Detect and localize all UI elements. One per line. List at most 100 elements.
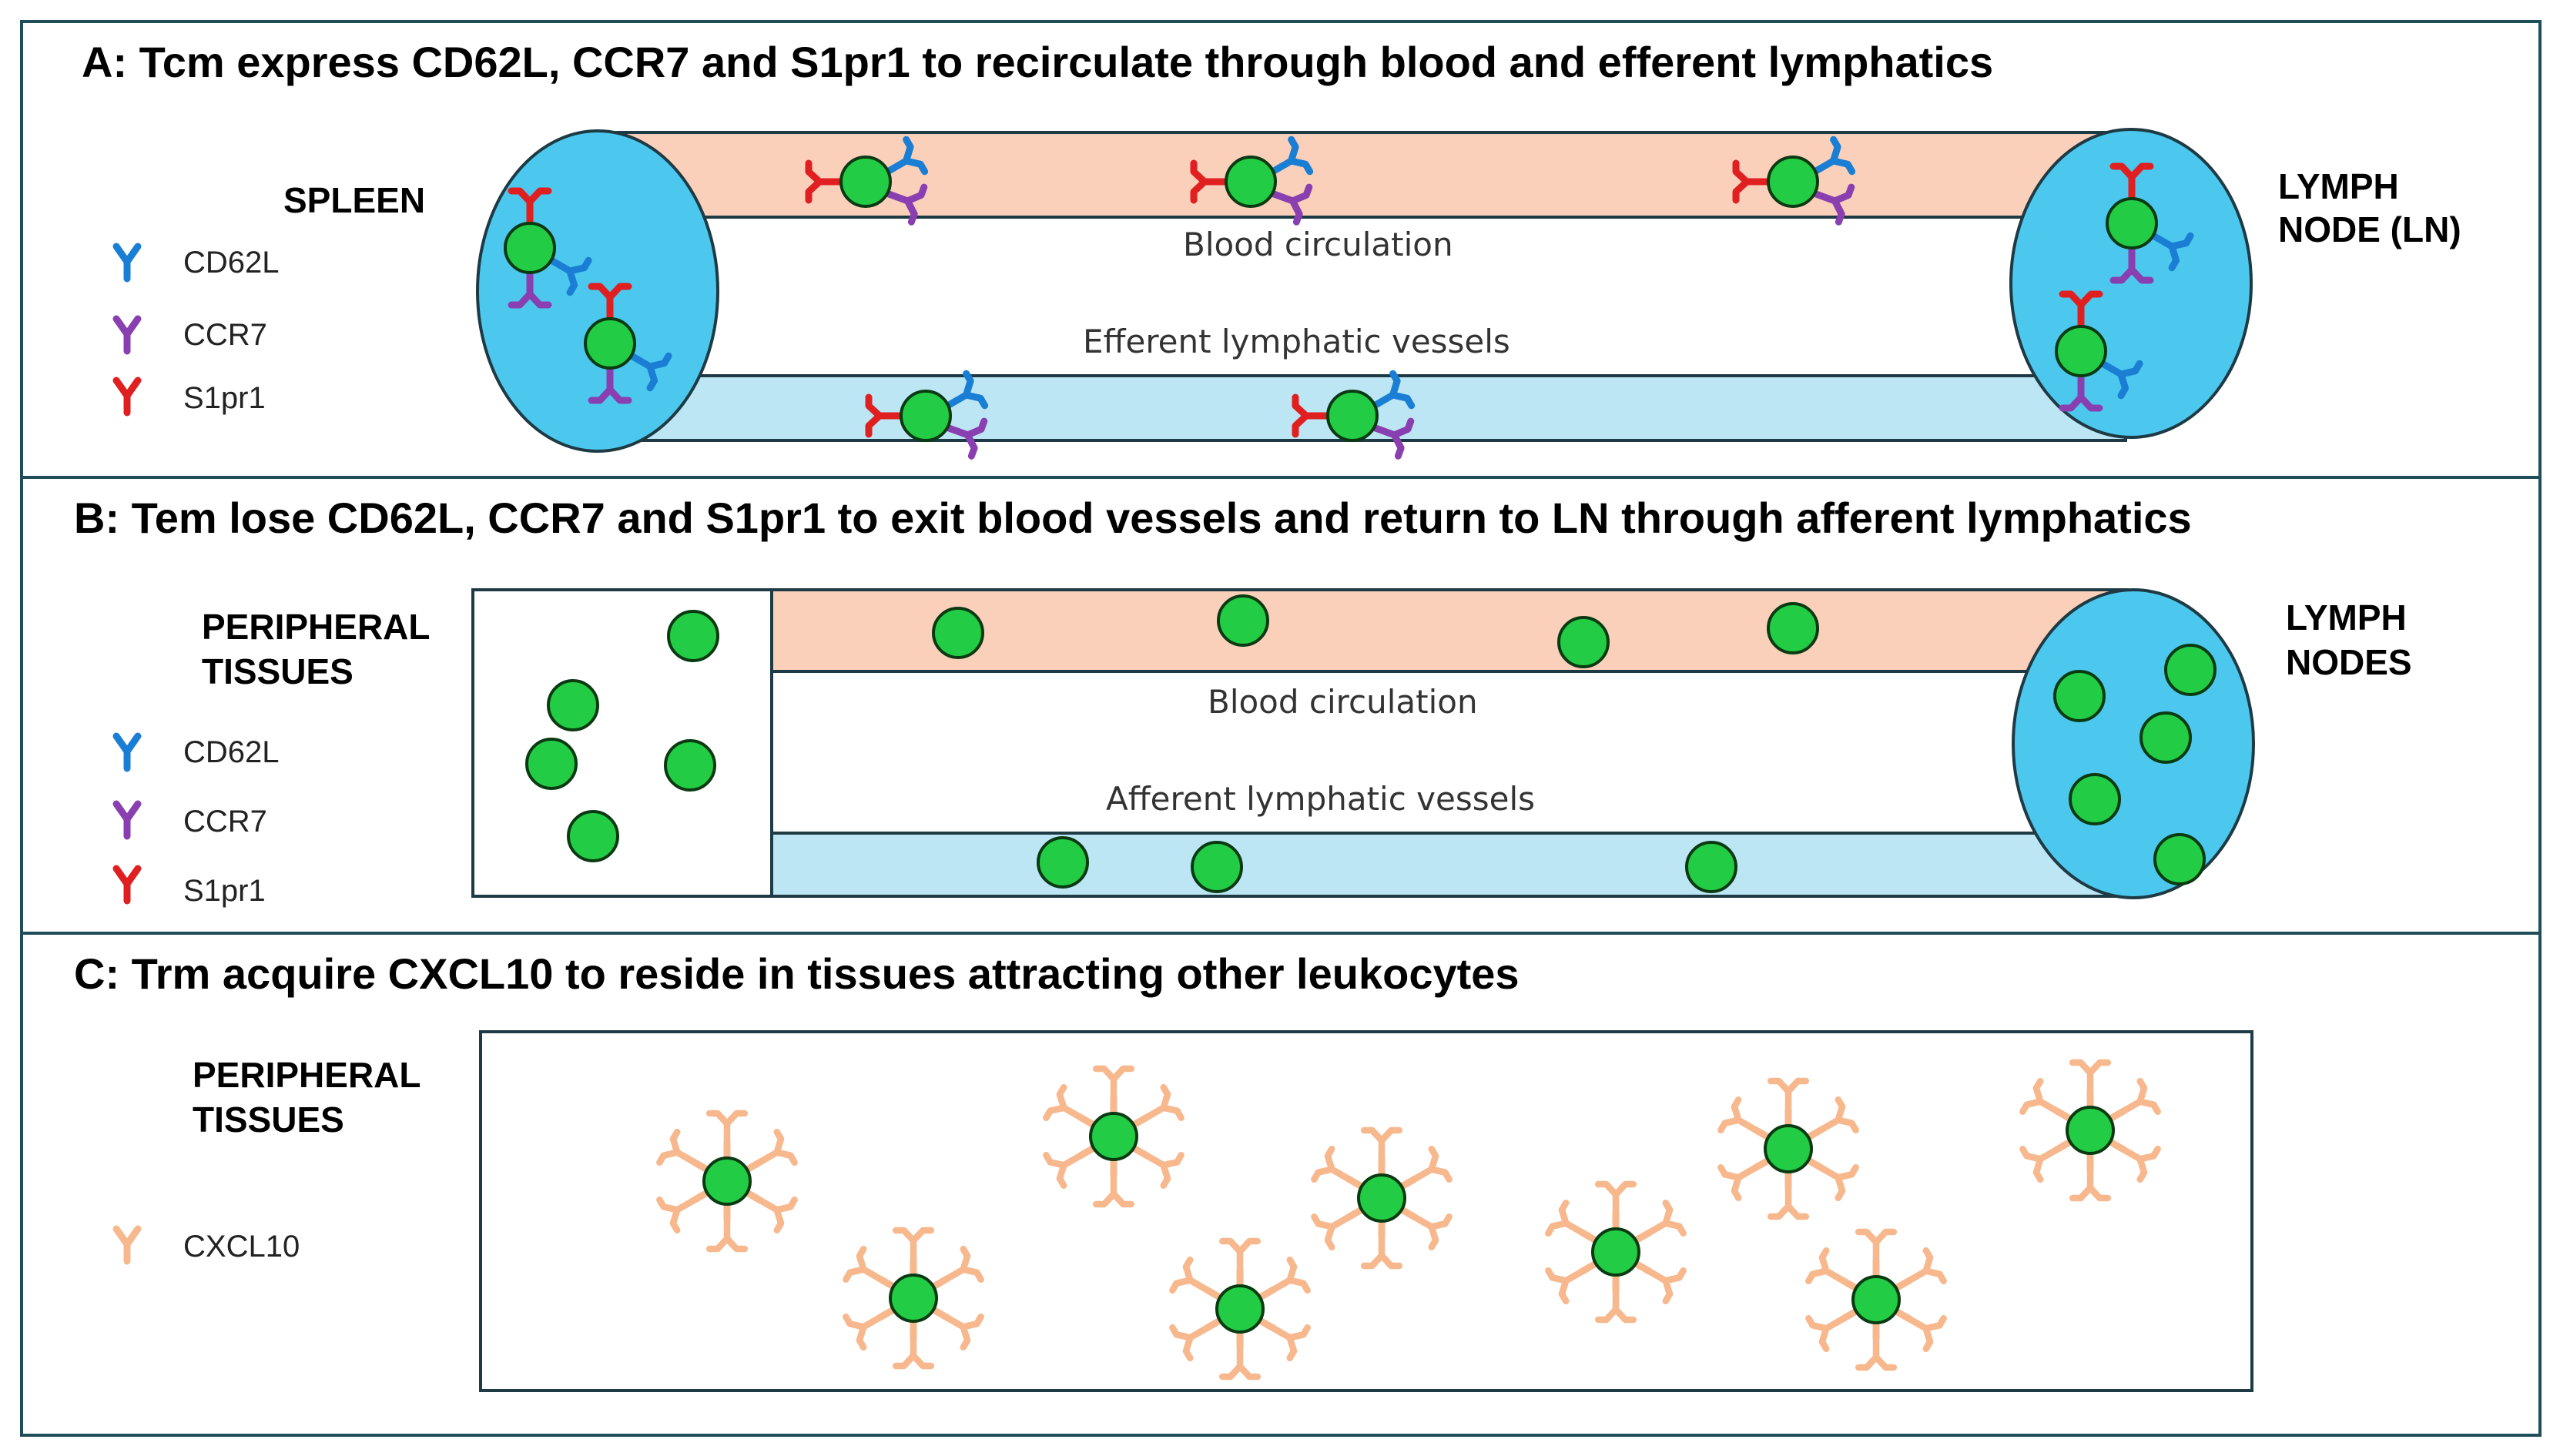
cxcl10-receptor-icon xyxy=(1717,1163,1758,1202)
cxcl10-receptor-icon xyxy=(1545,1267,1586,1305)
trm-cell-body-icon xyxy=(1089,1112,1138,1161)
trm-cell xyxy=(656,1110,798,1253)
cxcl10-receptor-icon xyxy=(1805,1314,1846,1353)
s1pr1-legend-icon xyxy=(112,377,142,417)
ccr7-receptor-icon xyxy=(2059,373,2103,412)
tcm-cell-body-icon xyxy=(584,317,636,370)
afferent-lymphatic-vessel xyxy=(770,832,2129,898)
cxcl10-receptor-icon xyxy=(892,1227,935,1264)
panel-c-title: C: Trm acquire CXCL10 to reside in tissu… xyxy=(74,949,1520,998)
ccr7-receptor-icon xyxy=(1372,417,1415,460)
s1pr1-receptor-icon xyxy=(805,159,843,204)
s1pr1-legend-icon xyxy=(112,865,142,905)
cxcl10-receptor-icon xyxy=(1805,1247,1846,1285)
cxcl10-receptor-icon xyxy=(1360,1126,1403,1163)
cxcl10-receptor-icon xyxy=(1311,1213,1352,1251)
tem-cell-icon xyxy=(547,679,599,731)
trm-cell xyxy=(2019,1059,2161,1202)
cxcl10-receptor-icon xyxy=(1144,1151,1185,1190)
cxcl10-receptor-icon xyxy=(1646,1199,1687,1237)
tcm-cell-body-icon xyxy=(900,390,952,442)
tem-cell-icon xyxy=(2069,773,2121,825)
cxcl10-receptor-icon xyxy=(1818,1163,1859,1202)
tem-cell-icon xyxy=(667,610,719,662)
tem-cell-icon xyxy=(932,607,984,659)
cxcl10-receptor-icon xyxy=(1218,1344,1262,1381)
cxcl10-legend-icon xyxy=(112,1225,142,1265)
cxcl10-receptor-icon xyxy=(1043,1151,1084,1190)
ccr7-receptor-icon xyxy=(945,417,988,460)
efferent-lymphatic-label: Efferent lymphatic vessels xyxy=(1083,323,1510,360)
cxcl10-receptor-icon xyxy=(1360,1233,1403,1270)
trm-cell-body-icon xyxy=(1764,1124,1813,1173)
cxcl10-receptor-icon xyxy=(1311,1145,1352,1183)
cxcl10-receptor-icon xyxy=(1169,1256,1210,1294)
tem-cell-icon xyxy=(1217,594,1269,647)
cd62l-legend-label: CD62L xyxy=(183,735,280,769)
s1pr1-legend-label: S1pr1 xyxy=(183,381,266,415)
cxcl10-receptor-icon xyxy=(2069,1165,2112,1202)
tem-cell-icon xyxy=(1685,841,1737,893)
cxcl10-receptor-icon xyxy=(843,1313,883,1351)
cxcl10-receptor-icon xyxy=(1594,1180,1637,1217)
cxcl10-receptor-icon xyxy=(943,1245,984,1284)
blood-circulation-label-b: Blood circulation xyxy=(1208,683,1478,721)
cxcl10-receptor-icon xyxy=(2019,1077,2060,1116)
cxcl10-receptor-icon xyxy=(1717,1096,1758,1134)
tcm-cell-circulating xyxy=(1190,136,1314,226)
cxcl10-receptor-icon xyxy=(2069,1059,2112,1096)
panel-a: A: Tcm express CD62L, CCR7 and S1pr1 to … xyxy=(20,20,2542,479)
cxcl10-receptor-icon xyxy=(1043,1083,1084,1122)
tcm-cell-circulating xyxy=(1732,136,1856,226)
ccr7-receptor-icon xyxy=(588,366,632,404)
tem-cell-icon xyxy=(2053,670,2106,722)
tcm-cell-body-icon xyxy=(2055,325,2107,377)
ccr7-legend-label: CCR7 xyxy=(183,318,267,352)
tcm-cell xyxy=(584,283,672,404)
tcm-cell xyxy=(504,187,592,309)
cd62l-receptor-icon xyxy=(548,256,592,296)
ccr7-receptor-icon xyxy=(885,183,928,226)
tcm-cell xyxy=(2106,162,2194,284)
spleen-oval xyxy=(476,129,719,453)
s1pr1-receptor-icon xyxy=(2109,162,2154,201)
cxcl10-legend-label: CXCL10 xyxy=(183,1230,300,1264)
lymph-node-oval-b xyxy=(2012,588,2255,899)
blood-circulation-label-a: Blood circulation xyxy=(1183,226,1453,263)
trm-cell-body-icon xyxy=(1591,1227,1640,1277)
s1pr1-receptor-icon xyxy=(2059,290,2103,329)
trm-cell-body-icon xyxy=(1357,1173,1406,1223)
peripheral-tissue-box-b xyxy=(471,588,773,898)
cxcl10-receptor-icon xyxy=(656,1196,697,1234)
s1pr1-receptor-icon xyxy=(1292,393,1330,438)
ccr7-receptor-icon xyxy=(1812,183,1855,226)
trm-cell-body-icon xyxy=(1851,1275,1901,1324)
ccr7-receptor-icon xyxy=(2109,246,2154,284)
cxcl10-receptor-icon xyxy=(843,1245,883,1284)
panel-a-title: A: Tcm express CD62L, CCR7 and S1pr1 to … xyxy=(82,38,1993,86)
tcm-cell-circulating xyxy=(805,136,929,226)
cxcl10-receptor-icon xyxy=(705,1110,749,1146)
trm-cell-body-icon xyxy=(1215,1284,1265,1334)
s1pr1-legend-label: S1pr1 xyxy=(183,874,266,908)
cxcl10-receptor-icon xyxy=(2120,1145,2161,1183)
cd62l-legend-icon xyxy=(112,243,142,283)
spleen-label: SPLEEN xyxy=(283,180,425,220)
cd62l-receptor-icon xyxy=(945,370,989,410)
panel-a-tcm-cells xyxy=(504,136,2194,460)
afferent-lymphatic-label: Afferent lymphatic vessels xyxy=(1106,780,1535,818)
cxcl10-receptor-icon xyxy=(705,1216,749,1253)
peripheral-tissues-label-c-line1: PERIPHERAL xyxy=(193,1055,421,1095)
lymph-nodes-label-line2: NODES xyxy=(2286,642,2412,682)
tcm-cell-circulating xyxy=(865,370,989,460)
tem-cell-icon xyxy=(567,810,619,862)
panel-b-legend: CD62L CCR7 S1pr1 xyxy=(112,732,280,908)
trm-cell xyxy=(1717,1077,1859,1220)
trm-cell-body-icon xyxy=(702,1156,752,1206)
cxcl10-receptor-icon xyxy=(1218,1237,1262,1274)
lymph-nodes-label-line1: LYMPH xyxy=(2286,597,2407,638)
s1pr1-receptor-icon xyxy=(1732,159,1771,204)
trm-cell xyxy=(843,1227,984,1370)
trm-cell xyxy=(1043,1065,1185,1208)
